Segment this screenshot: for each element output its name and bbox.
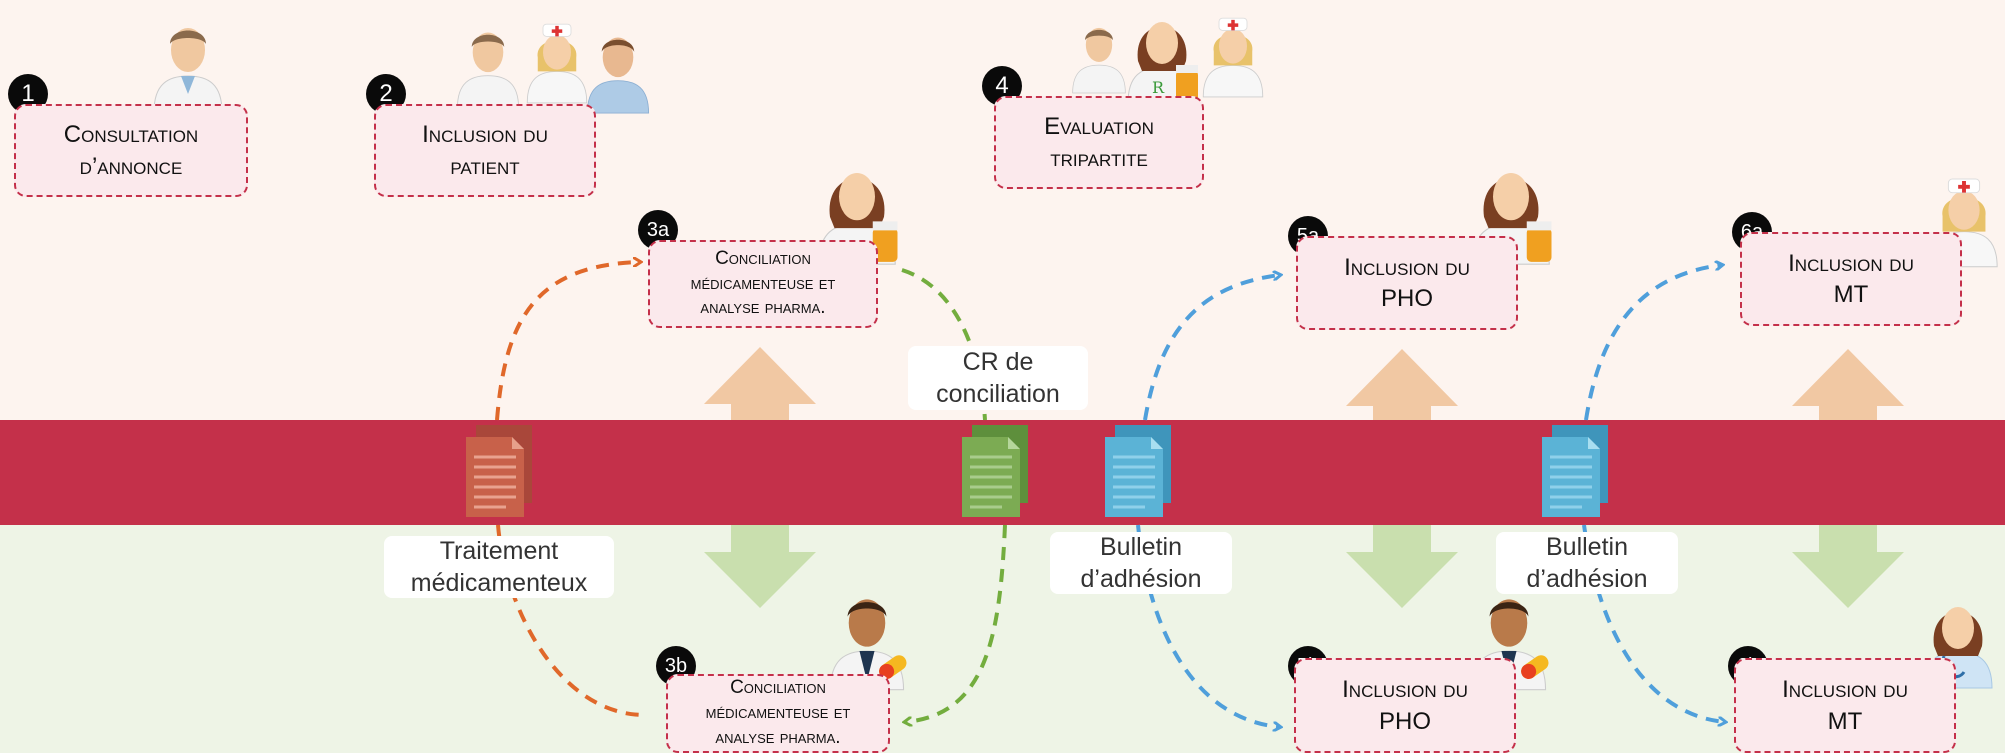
step-line: Inclusion du (1344, 253, 1470, 281)
step-evaluation-tripartite[interactable]: Evaluation tripartite (994, 96, 1204, 189)
arrow-5-up (1346, 349, 1458, 420)
arrow-6-down (1792, 525, 1904, 608)
doctor-icon (153, 28, 223, 112)
arrow-5-down (1346, 525, 1458, 608)
nurse-icon (526, 23, 588, 104)
step-line: analyse pharma. (715, 726, 841, 748)
step-line: analyse pharma. (700, 297, 826, 319)
step-line: Inclusion du (1782, 676, 1908, 704)
step-line: MT (1833, 281, 1869, 308)
label-line: conciliation (936, 380, 1060, 408)
doctor-icon (456, 32, 520, 109)
label-line: Bulletin (1546, 532, 1628, 561)
step-inclusion-mt-community[interactable]: Inclusion du MT (1734, 658, 1956, 753)
step-line: tripartite (1050, 144, 1148, 172)
step-line: Inclusion du (1788, 249, 1914, 277)
step-line: Conciliation (715, 247, 811, 269)
svg-text:R: R (1152, 78, 1165, 97)
step-conciliation-hospital[interactable]: Conciliation médicamenteuse et analyse pha… (648, 240, 878, 328)
label-traitement: Traitement médicamenteux (384, 536, 614, 598)
step-line: MT (1827, 707, 1863, 735)
step-inclusion-pho-hospital[interactable]: Inclusion du PHO (1296, 236, 1518, 330)
step-line: d’annonce (79, 152, 183, 180)
label-line: CR de (962, 347, 1034, 376)
label-line: médicamenteux (410, 569, 588, 597)
label-bulletin-2: Bulletin d’adhésion (1496, 532, 1678, 594)
step-line: patient (450, 152, 520, 180)
step-inclusion-patient[interactable]: Inclusion du patient (374, 104, 596, 197)
step-line: PHO (1378, 707, 1431, 735)
doctor-icon (1072, 27, 1126, 94)
step-consultation-annonce[interactable]: Consultation d’annonce (14, 104, 248, 197)
step-line: Consultation (63, 121, 199, 149)
document-icon (466, 425, 532, 517)
arrow-3-up (704, 347, 816, 420)
flow-blue1-top (1143, 275, 1280, 421)
arrow-3-down (704, 525, 816, 608)
flow-green-bottom (905, 524, 1007, 722)
step-line: PHO (1380, 285, 1433, 312)
step-line: Evaluation (1044, 113, 1154, 141)
step-inclusion-mt-hospital[interactable]: Inclusion du MT (1740, 232, 1962, 326)
step-line: médicamenteuse et (705, 702, 851, 724)
label-bulletin-1: Bulletin d’adhésion (1050, 532, 1232, 594)
label-line: d’adhésion (1080, 565, 1202, 593)
label-line: Bulletin (1100, 532, 1182, 561)
step-line: Conciliation (730, 677, 826, 699)
label-line: Traitement (439, 536, 559, 565)
document-icon (1542, 425, 1608, 517)
label-cr-conciliation: CR de conciliation (908, 346, 1088, 410)
label-line: d’adhésion (1526, 565, 1648, 593)
flow-orange-top (495, 262, 640, 421)
step-line: Inclusion du (422, 121, 548, 149)
arrow-6-up (1792, 349, 1904, 420)
hospital-doctor-icon (829, 599, 907, 691)
step-inclusion-pho-community[interactable]: Inclusion du PHO (1294, 658, 1516, 753)
step-line: médicamenteuse et (690, 272, 836, 294)
document-icon (1105, 425, 1171, 517)
nurse-icon (1202, 17, 1264, 98)
patient-icon (586, 37, 650, 114)
flow-blue2-top (1584, 265, 1722, 421)
pharmacist-icon: R (1127, 22, 1198, 104)
step-line: Inclusion du (1342, 676, 1468, 704)
document-icon (962, 425, 1028, 517)
